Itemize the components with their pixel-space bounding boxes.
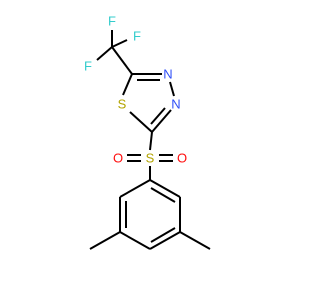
- bond-n3-c2-outer: [151, 109, 172, 133]
- bond-n4-n3: [169, 81, 175, 97]
- bond-c-f-right: [111, 39, 128, 48]
- bond-c2-sulfonyl: [149, 131, 153, 151]
- nitrogen-3-label: N: [171, 97, 180, 112]
- ring-sulfur-label: S: [118, 97, 127, 112]
- bond-ar-c1-c2: [149, 179, 181, 198]
- bond-s1-c5: [122, 73, 133, 96]
- bond-ar-c1-c2-inner: [150, 187, 176, 203]
- bond-c2-s1: [129, 111, 153, 133]
- oxygen-left-label: O: [113, 151, 123, 166]
- bond-methyl-right: [179, 231, 211, 250]
- atom-labels: F F F N N S S O O: [84, 14, 187, 166]
- bond-ar-c6-c1: [119, 179, 151, 198]
- sulfonyl-sulfur-label: S: [146, 151, 155, 166]
- bond-methyl-left: [89, 231, 121, 250]
- bond-c-f-left: [96, 46, 113, 61]
- nitrogen-4-label: N: [163, 67, 172, 82]
- fluorine-left-label: F: [84, 59, 92, 74]
- bond-cf3-ring: [111, 46, 133, 75]
- bond-ar-c4-c5: [119, 231, 151, 250]
- fluorine-top-label: F: [108, 14, 116, 29]
- oxygen-right-label: O: [177, 151, 187, 166]
- bond-ar-c3-c4-inner: [150, 227, 176, 243]
- structure-diagram: F F F N N S S O O: [84, 13, 211, 250]
- bonds: [89, 30, 211, 250]
- bond-n3-c2-inner: [150, 107, 166, 125]
- fluorine-right-label: F: [133, 29, 141, 44]
- bond-ar-c3-c4: [149, 231, 181, 250]
